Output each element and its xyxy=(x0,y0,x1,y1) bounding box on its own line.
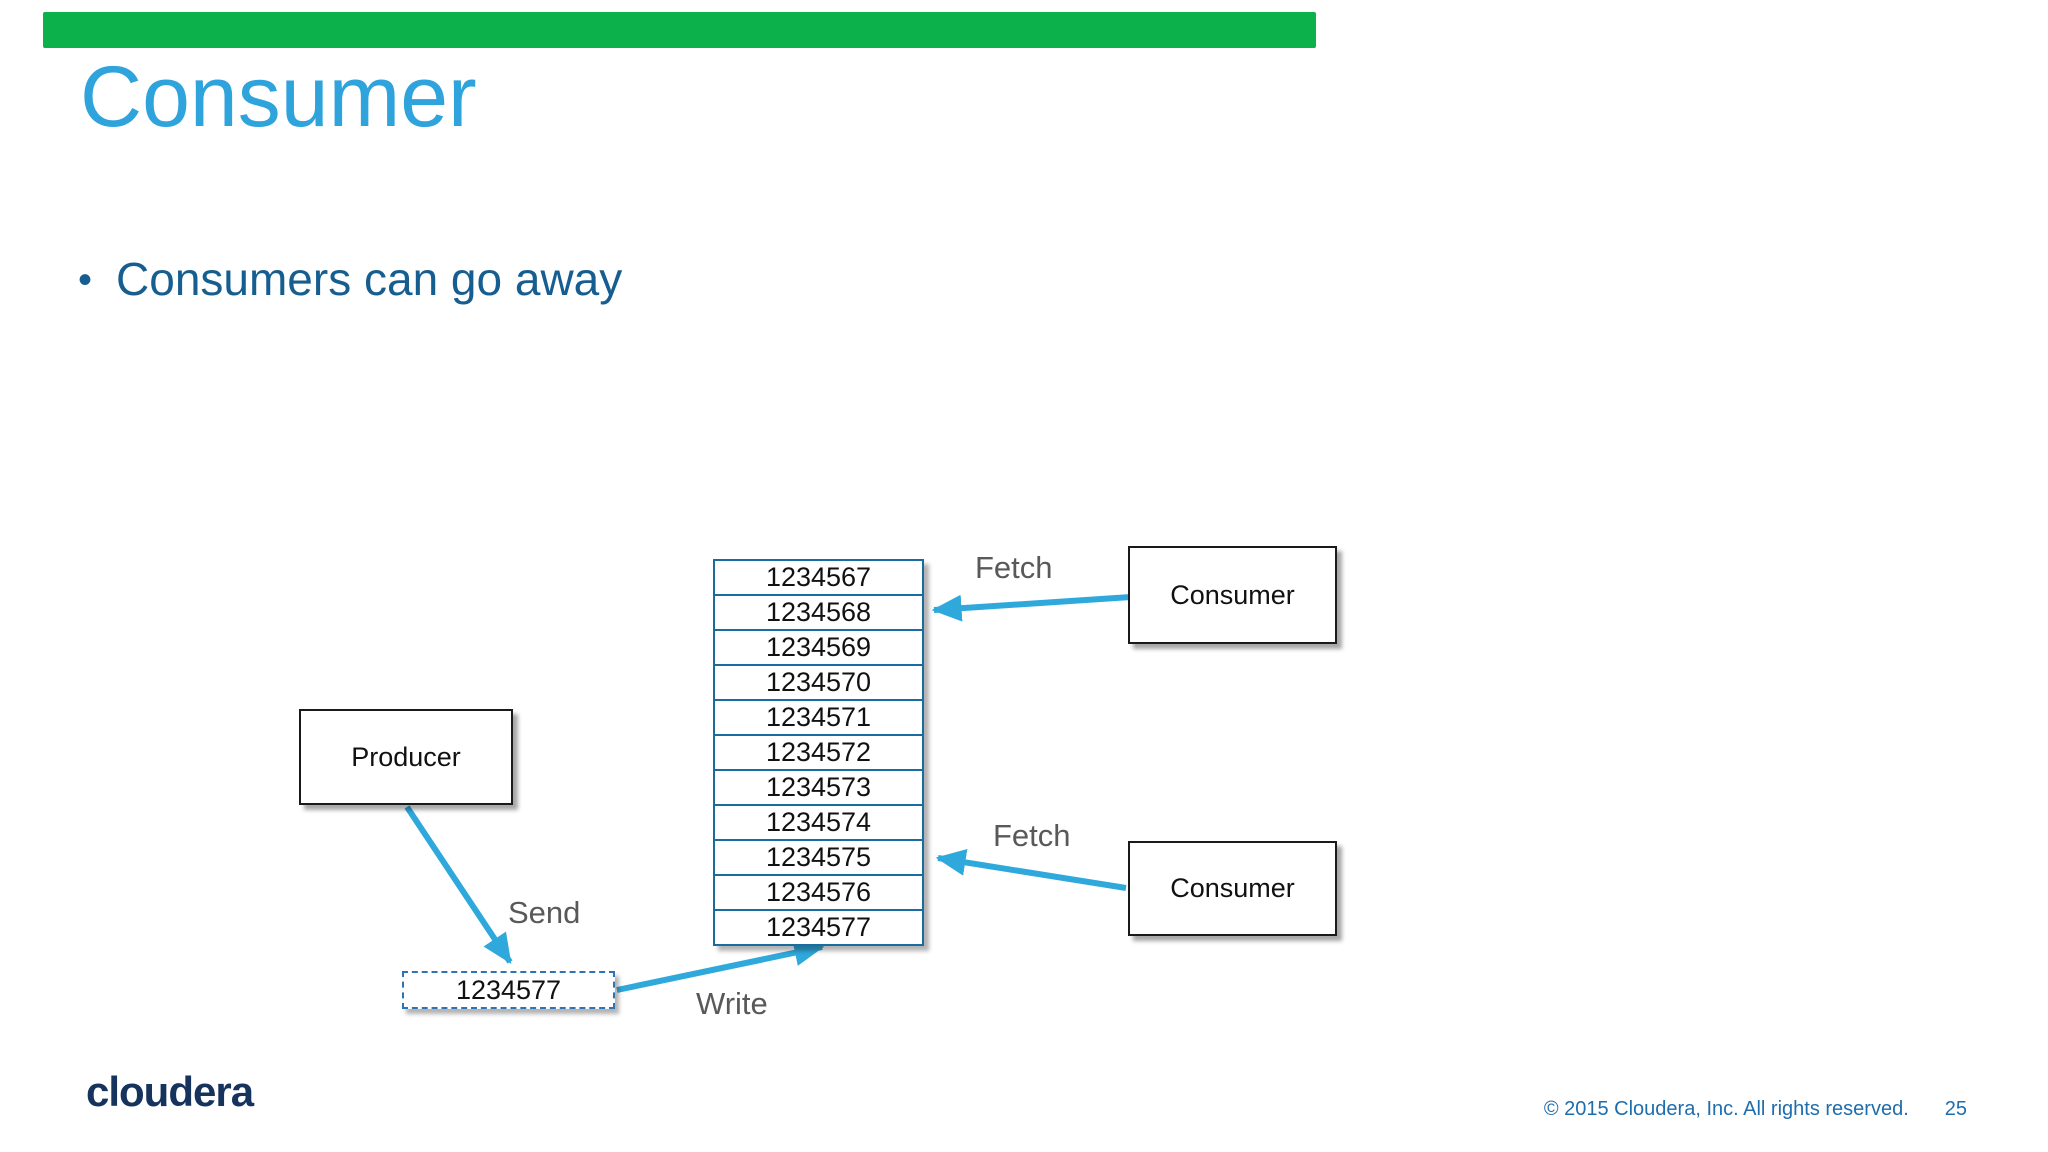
bullet-item: • Consumers can go away xyxy=(78,252,622,307)
log-cell: 1234572 xyxy=(713,734,924,771)
page-number: 25 xyxy=(1944,1098,1967,1120)
video-progress-bar xyxy=(43,12,1316,48)
write-label: Write xyxy=(696,986,768,1021)
log-cell: 1234571 xyxy=(713,699,924,736)
consumer-top-box: Consumer xyxy=(1128,546,1337,644)
pending-record-value: 1234577 xyxy=(455,974,562,1005)
message-log: 1234567 1234568 1234569 1234570 1234571 … xyxy=(713,559,924,946)
bullet-marker: • xyxy=(78,257,93,302)
bullet-text: Consumers can go away xyxy=(116,253,623,305)
fetch-bottom-arrow xyxy=(935,849,1127,891)
slide-title: Consumer xyxy=(80,49,477,145)
consumer-bottom-label: Consumer xyxy=(1170,873,1295,903)
copyright-text: © 2015 Cloudera, Inc. All rights reserve… xyxy=(1543,1098,1909,1120)
log-cell: 1234567 xyxy=(713,559,924,596)
producer-label: Producer xyxy=(351,741,461,772)
producer-box: Producer xyxy=(299,709,513,805)
log-cell: 1234577 xyxy=(713,909,924,946)
log-cell: 1234570 xyxy=(713,664,924,701)
footer-right: © 2015 Cloudera, Inc. All rights reserve… xyxy=(1544,1098,1967,1121)
send-label: Send xyxy=(508,895,581,930)
fetch-top-arrow xyxy=(931,594,1132,622)
pending-record-box: 1234577 xyxy=(402,971,615,1009)
send-arrow xyxy=(404,805,513,964)
fetch-bottom-label: Fetch xyxy=(993,818,1071,853)
consumer-bottom-box: Consumer xyxy=(1128,841,1337,936)
log-cell: 1234573 xyxy=(713,769,924,806)
fetch-top-label: Fetch xyxy=(975,550,1053,585)
write-arrow xyxy=(616,939,825,993)
log-cell: 1234569 xyxy=(713,629,924,666)
log-cell: 1234575 xyxy=(713,839,924,876)
log-cell: 1234574 xyxy=(713,804,924,841)
cloudera-logo: cloudera xyxy=(86,1068,254,1115)
consumer-top-label: Consumer xyxy=(1170,579,1295,610)
log-cell: 1234568 xyxy=(713,594,924,631)
log-cell: 1234576 xyxy=(713,874,924,911)
